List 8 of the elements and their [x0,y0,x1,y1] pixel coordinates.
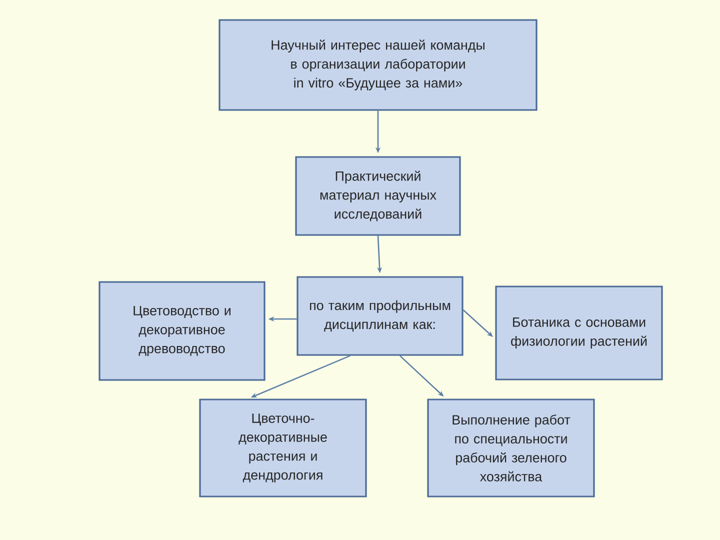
text-box: Ботаника с основами физиологии растений [495,286,663,380]
text-box: Цветочно-декоративные растения и дендрология [199,398,367,498]
text-box: Выполнение работ по специальности рабочий зеленого хозяйства [427,398,595,498]
text-box: Практический материал научных исследований [295,156,461,236]
text-box: по таким профильным дисциплинам как: [296,276,464,356]
arrow [462,310,493,337]
text-box: Цветоводство и декоративное древоводство [98,281,266,381]
text-box: Научный интерес нашей команды в организации лаборатории in vitro «Будущее за нами» [218,19,538,111]
